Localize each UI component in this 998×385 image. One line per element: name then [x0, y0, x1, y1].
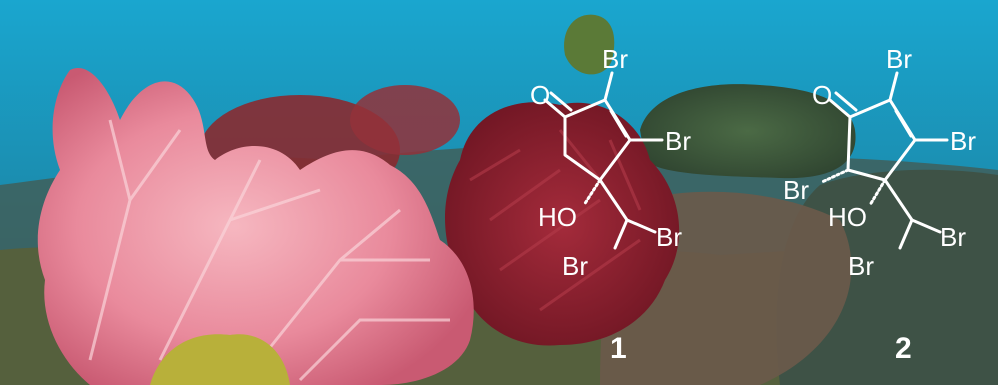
- c1-br-top-bond: [603, 71, 614, 102]
- red-alga-fronds: [469, 129, 642, 312]
- c2-br-right-label: Br: [950, 126, 976, 156]
- c1-ring-bonds: [563, 98, 632, 182]
- c1-hydroxyl-label: HO: [538, 202, 577, 232]
- green-tuft-top: [564, 14, 615, 75]
- c2-br-ring-left-label: Br: [783, 175, 809, 205]
- c1-br-side-right-label: Br: [656, 222, 682, 252]
- pink-alga-branches: [88, 119, 450, 382]
- compound-2-structure: O Br Br Br HO Br Br 2: [783, 44, 976, 365]
- c2-br-side-right-bond: [910, 218, 942, 234]
- c2-oxygen-label: O: [812, 80, 832, 110]
- c2-hydroxyl-hash-bond: [868, 178, 887, 207]
- c2-side-chain-bond: [883, 178, 914, 222]
- c2-br-side-left-label: Br: [848, 251, 874, 281]
- c1-double-bond: [609, 109, 628, 138]
- yellow-green-alga: [150, 334, 290, 385]
- c2-br-side-left-bond: [898, 218, 914, 250]
- green-mass: [640, 84, 856, 179]
- c2-carbonyl-bond-b: [834, 91, 858, 112]
- c1-side-chain-bond: [598, 178, 629, 222]
- c2-double-bond: [894, 109, 913, 138]
- c1-carbonyl-bond-a: [543, 98, 567, 119]
- c2-br-side-right-label: Br: [940, 222, 966, 252]
- c1-hydroxyl-hash-bond: [582, 178, 602, 207]
- c1-br-side-left-bond: [613, 218, 629, 250]
- c2-hydroxyl-label: HO: [828, 202, 867, 232]
- c1-br-side-left-label: Br: [562, 251, 588, 281]
- c2-carbonyl-bond-a: [828, 98, 852, 119]
- pink-alga: [37, 68, 474, 385]
- compound-2-label: 2: [895, 332, 912, 365]
- c1-br-right-label: Br: [665, 126, 691, 156]
- c2-br-top-label: Br: [886, 44, 912, 74]
- c1-br-top-label: Br: [602, 44, 628, 74]
- red-alga-back-mid: [350, 85, 460, 155]
- c1-oxygen-label: O: [530, 80, 550, 110]
- c1-br-side-right-bond: [625, 218, 657, 234]
- c2-ring-bonds: [846, 98, 917, 182]
- c1-carbonyl-bond-b: [549, 91, 573, 112]
- compound-1-label: 1: [610, 332, 627, 365]
- c2-br-ring-hash-bond: [820, 168, 850, 184]
- compound-1-structure: O Br Br HO Br Br 1: [530, 44, 691, 365]
- c2-br-top-bond: [888, 71, 899, 102]
